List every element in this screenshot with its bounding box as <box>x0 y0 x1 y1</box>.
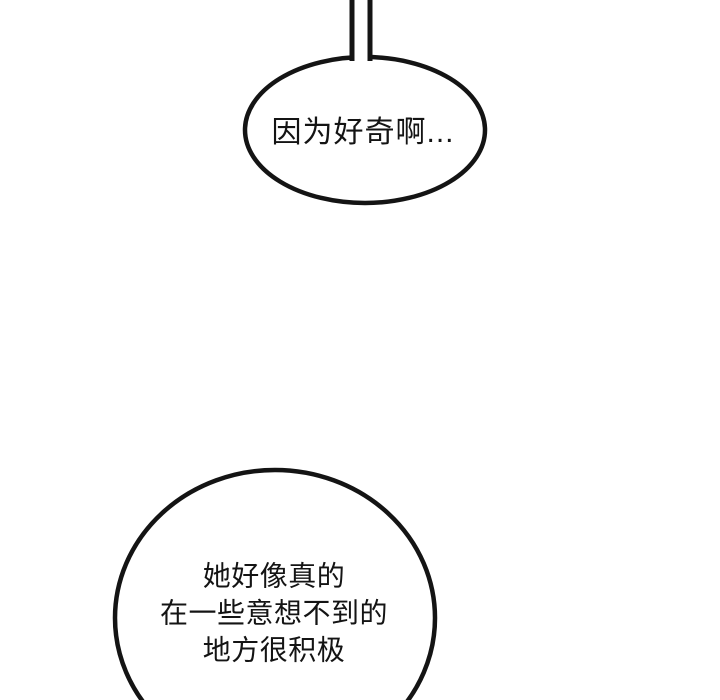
bottom-bubble-text-line2: 在一些意想不到的 <box>159 597 389 629</box>
top-bubble-text: 因为好奇啊... <box>271 116 455 149</box>
bottom-bubble-text-line1: 她好像真的 <box>202 560 346 592</box>
bottom-speech-bubble-outline <box>112 467 438 700</box>
tail-gap-mask <box>354 46 368 64</box>
bottom-bubble-text-line3: 地方很积极 <box>202 634 346 666</box>
bottom-bubble-text: 她好像真的 在一些意想不到的 地方很积极 <box>160 558 388 669</box>
